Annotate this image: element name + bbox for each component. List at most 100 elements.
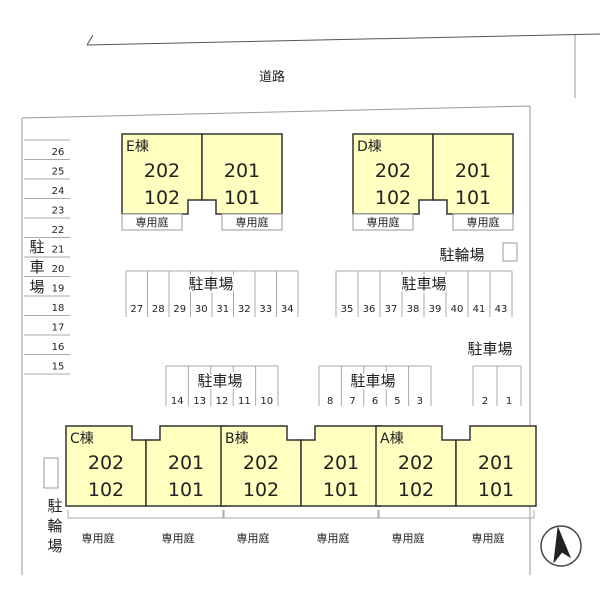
road-edge-tick (86, 34, 94, 46)
parking-lot-label: 駐車場 (197, 372, 242, 390)
parking-space-number: 26 (52, 147, 65, 158)
unit-number: 101 (323, 479, 359, 501)
parking-space-number: 3 (417, 396, 423, 407)
bicycle-parking-box (502, 242, 518, 262)
private-garden-label: 専用庭 (236, 215, 269, 229)
parking-space-number: 17 (52, 323, 65, 334)
bicycle-parking-box (43, 457, 59, 489)
unit-number: 201 (224, 160, 260, 182)
unit-number: 102 (375, 187, 411, 209)
unit-number: 202 (398, 452, 434, 474)
left-parking-label: 場 (29, 278, 44, 296)
parking-space-number: 34 (281, 304, 294, 315)
unit-block-right (201, 133, 283, 215)
parking-space-number: 13 (193, 396, 206, 407)
unit-number: 201 (478, 452, 514, 474)
parking-space-number: 20 (52, 264, 65, 275)
bicycle-parking-label: 駐輪場 (439, 246, 484, 264)
parking-lot-label: 駐車場 (188, 275, 233, 293)
parking-space-number: 36 (363, 304, 376, 315)
bicycle-parking-vertical-label: 輪 (47, 517, 62, 535)
road-label: 道路 (259, 69, 285, 85)
north-arrow-icon (540, 525, 582, 567)
parking-space-number: 43 (495, 304, 508, 315)
garden-box (352, 213, 414, 231)
parking-space-number: 38 (407, 304, 420, 315)
building-name: C棟 (70, 431, 94, 447)
parking-lot-label: 駐車場 (350, 372, 395, 390)
parking-space-number: 1 (506, 396, 512, 407)
parking-space-number: 7 (349, 396, 355, 407)
unit-number: 202 (144, 160, 180, 182)
private-garden-label: 専用庭 (367, 215, 400, 229)
parking-space-number: 40 (451, 304, 464, 315)
unit-number: 101 (478, 479, 514, 501)
parking-lot-label: 駐車場 (467, 340, 512, 358)
left-parking-label: 駐 (29, 238, 44, 256)
private-garden-label: 専用庭 (472, 531, 505, 545)
private-garden-label: 専用庭 (136, 215, 169, 229)
private-garden-label: 専用庭 (467, 215, 500, 229)
parking-space-number: 24 (52, 186, 65, 197)
private-garden-label: 専用庭 (162, 531, 195, 545)
north-arrow-pointer (553, 526, 572, 564)
unit-block-right (432, 133, 514, 215)
parking-space-number: 41 (473, 304, 486, 315)
building: B棟202102201101専用庭専用庭 (220, 425, 382, 545)
unit-number: 202 (88, 452, 124, 474)
garden-box (221, 213, 283, 231)
unit-number: 202 (375, 160, 411, 182)
unit-number: 102 (243, 479, 279, 501)
garden-box (121, 213, 183, 231)
parking-space-number: 32 (238, 304, 251, 315)
unit-number: 202 (243, 452, 279, 474)
building: D棟 202 102 201 101 専用庭 専用庭 (352, 133, 514, 231)
parking-space-number: 27 (130, 304, 143, 315)
private-garden-label: 専用庭 (392, 531, 425, 545)
unit-number: 101 (224, 187, 260, 209)
private-garden-label: 専用庭 (237, 531, 270, 545)
garden-edge (67, 510, 225, 519)
parking-space-number: 25 (52, 167, 65, 178)
private-garden-label: 専用庭 (82, 531, 115, 545)
unit-number: 102 (144, 187, 180, 209)
unit-number: 102 (398, 479, 434, 501)
parking-space-number: 15 (52, 362, 65, 373)
garden-box (452, 213, 514, 231)
parking-space-number: 29 (173, 304, 186, 315)
parking-space-number: 8 (327, 396, 333, 407)
parking-space-number: 18 (52, 303, 65, 314)
building-name: A棟 (380, 431, 404, 447)
private-garden-label: 専用庭 (317, 531, 350, 545)
garden-edge (377, 510, 535, 519)
parking-space-number: 31 (216, 304, 229, 315)
road-edge-line (86, 33, 600, 46)
left-parking-label: 車 (29, 258, 44, 276)
parking-space-number: 16 (52, 342, 65, 353)
parking-space-number: 22 (52, 225, 65, 236)
parking-space-number: 35 (341, 304, 354, 315)
parking-space-number: 21 (52, 245, 65, 256)
parking-space-number: 12 (216, 396, 229, 407)
building-name: B棟 (225, 431, 249, 447)
unit-number: 201 (455, 160, 491, 182)
parking-lot-label: 駐車場 (401, 275, 446, 293)
unit-block-right (455, 425, 537, 507)
unit-number: 101 (455, 187, 491, 209)
building: A棟 202 102 201 101 専用庭 専用庭 (375, 425, 537, 545)
parking-space-number: 30 (195, 304, 208, 315)
parking-space-number: 28 (152, 304, 165, 315)
building: C棟202102201101専用庭専用庭 (65, 425, 227, 545)
garden-edge (222, 510, 380, 519)
bicycle-parking-vertical-label: 場 (47, 537, 62, 555)
parking-space-number: 37 (385, 304, 398, 315)
building: E棟202102201101専用庭専用庭 (121, 133, 283, 231)
parking-lot: 2 1 駐車場 (467, 340, 522, 407)
building-name: D棟 (357, 139, 382, 155)
parking-space-number: 2 (482, 396, 488, 407)
